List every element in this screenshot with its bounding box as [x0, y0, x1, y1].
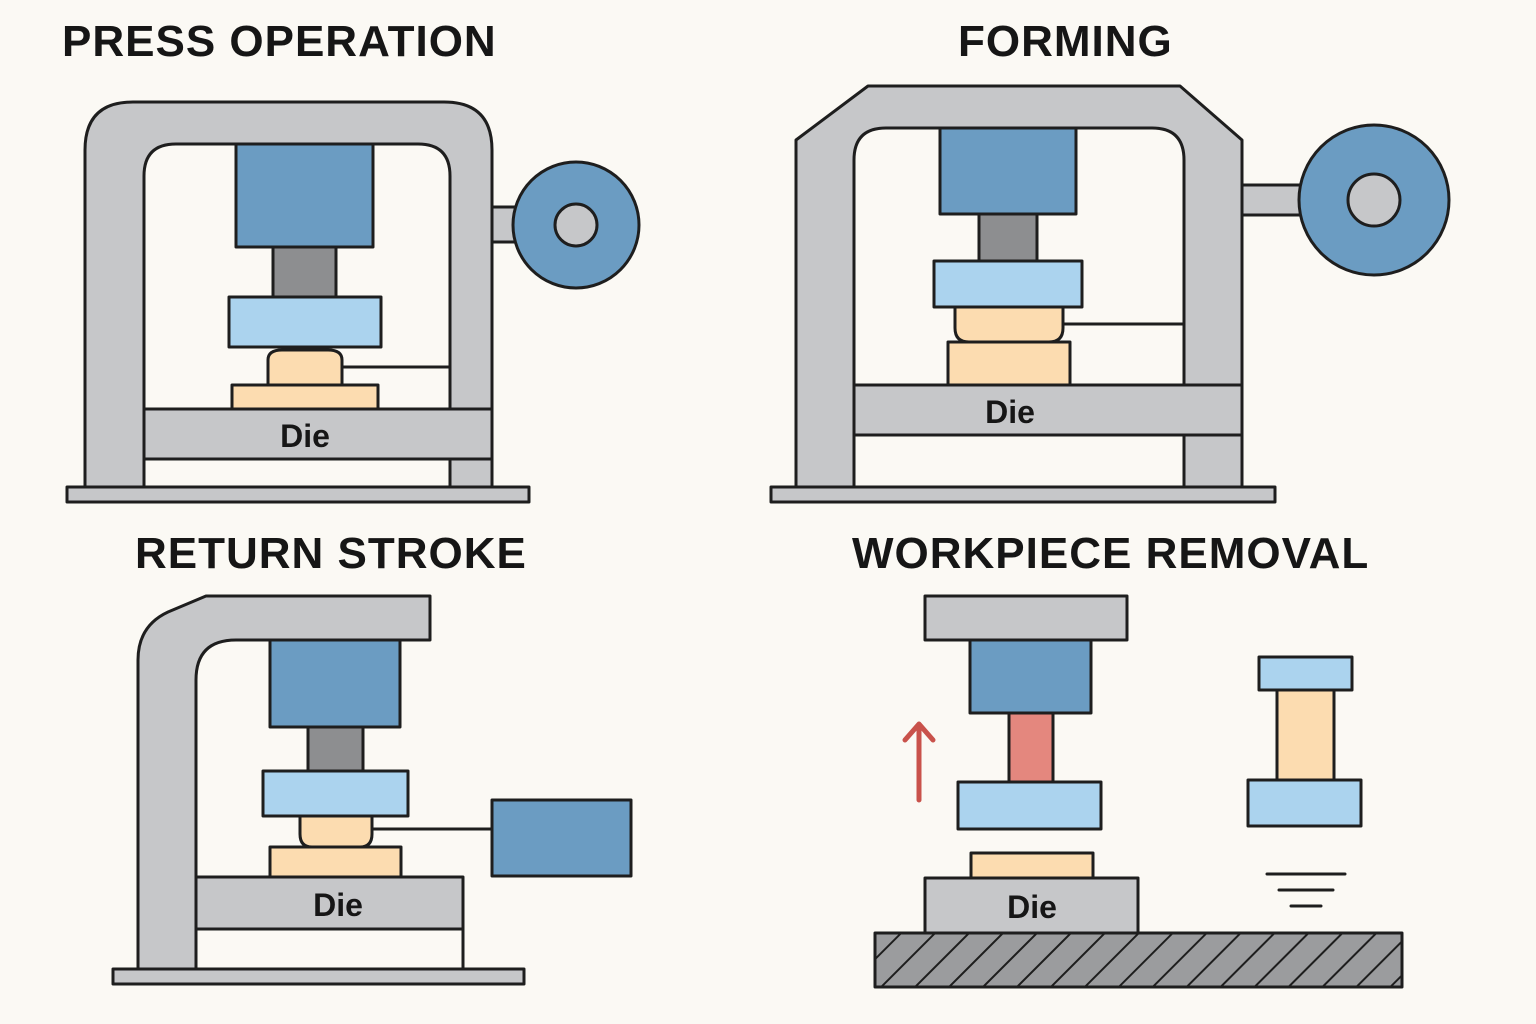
removed-part-top-cap — [1257, 655, 1354, 692]
removed-part-body — [1275, 688, 1336, 782]
die-label: Die — [985, 394, 1035, 430]
lower-die-block — [946, 340, 1072, 387]
die-label: Die — [1007, 889, 1057, 925]
lower-die-block — [969, 851, 1095, 880]
up-arrow-icon — [902, 721, 936, 803]
piston-rod — [306, 725, 365, 773]
forming-title: FORMING — [958, 17, 1173, 66]
lower-die-block — [230, 383, 380, 411]
c-frame — [136, 594, 432, 972]
ground-symbol-icon — [1265, 872, 1347, 908]
workpiece — [953, 305, 1065, 344]
ram-cylinder — [938, 126, 1078, 216]
floor — [873, 931, 1404, 989]
base-plate — [111, 967, 526, 986]
crown-plate — [923, 594, 1129, 642]
upper-platen — [932, 259, 1084, 309]
ram-cylinder — [968, 638, 1093, 715]
base-plate — [769, 485, 1277, 504]
panel-forming: Die — [769, 84, 1451, 504]
ram-cylinder — [268, 638, 402, 729]
die-bed — [852, 383, 1244, 437]
die-bed — [194, 875, 465, 931]
base-plate — [65, 485, 531, 504]
lower-die-block — [268, 845, 403, 879]
return-stroke-title: RETURN STROKE — [135, 529, 527, 578]
upper-platen — [261, 769, 410, 818]
piston-rod — [977, 212, 1039, 263]
upper-platen — [956, 780, 1103, 831]
workpiece — [298, 814, 374, 849]
flywheel-hub — [1346, 172, 1402, 228]
workpiece-removal-title: WORKPIECE REMOVAL — [852, 529, 1370, 578]
panel-workpiece-removal: Die — [873, 594, 1404, 989]
piston-rod-hot — [1007, 711, 1055, 784]
removed-part — [1246, 655, 1363, 828]
die-bed — [923, 876, 1140, 935]
flywheel-shaft — [1240, 183, 1306, 217]
removed-part-bottom-cap — [1246, 778, 1363, 828]
ram-cylinder — [234, 142, 375, 249]
flywheel-hub — [553, 202, 599, 248]
piston-rod — [271, 245, 338, 299]
panel-press-operation: Die — [65, 100, 641, 504]
die-label: Die — [280, 418, 330, 454]
die-label: Die — [313, 887, 363, 923]
workpiece — [266, 348, 344, 387]
upper-platen — [227, 295, 383, 349]
control-unit — [490, 798, 633, 878]
press-operation-title: PRESS OPERATION — [62, 17, 497, 66]
panel-return-stroke: Die — [111, 594, 633, 986]
